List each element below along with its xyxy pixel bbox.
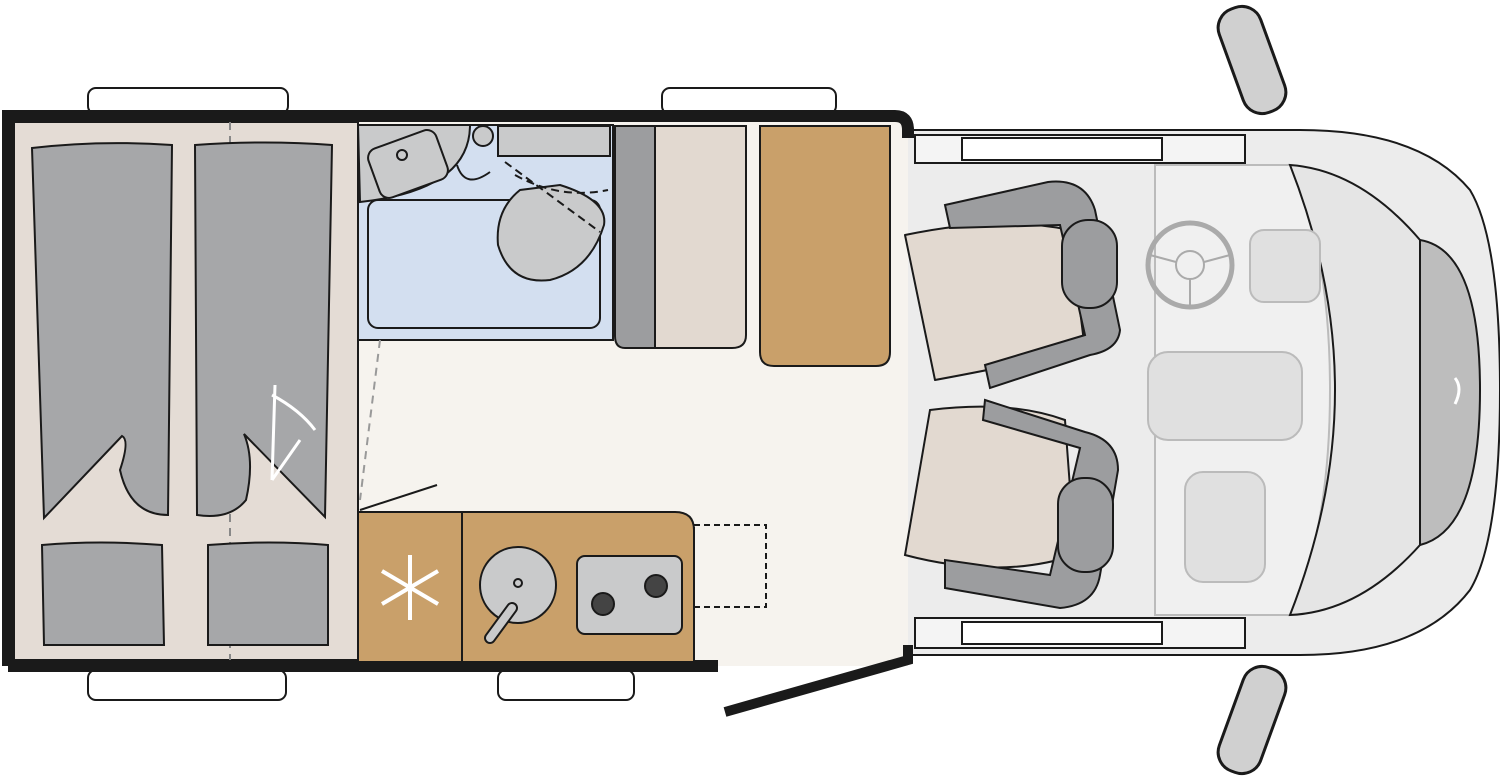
passenger-seat[interactable] <box>903 398 1120 610</box>
windscreen <box>1288 163 1421 617</box>
cab-window-bottom <box>961 621 1163 645</box>
sink-icon[interactable] <box>365 127 450 200</box>
swing-arrow-icon <box>456 164 491 181</box>
grille <box>1419 238 1482 547</box>
steering-wheel-icon <box>1145 220 1235 310</box>
sink-drain <box>396 149 408 161</box>
window-bottom-left <box>87 669 287 701</box>
driver-seat[interactable] <box>904 180 1122 390</box>
mattress-right <box>193 141 334 520</box>
mattress-left <box>30 142 174 521</box>
cabinet <box>759 125 891 367</box>
outer-wall <box>2 110 914 666</box>
toilet-tank <box>497 125 611 157</box>
mirror-top <box>1216 4 1288 116</box>
snowflake-icon <box>380 555 440 620</box>
mirror-bottom <box>1216 664 1288 776</box>
window-bottom-mid <box>497 669 635 701</box>
mattress-foot-left <box>40 541 166 646</box>
cab-console-3 <box>1184 471 1266 583</box>
entry-door[interactable] <box>723 645 913 717</box>
door-swing <box>359 484 438 511</box>
tap <box>472 125 494 147</box>
shower-tray <box>367 199 601 329</box>
toilet-icon[interactable] <box>496 161 609 282</box>
bench-backrest <box>614 125 656 349</box>
cab-console-1 <box>1249 229 1321 303</box>
bench-seat[interactable] <box>654 125 747 349</box>
mattress-foot-right <box>207 541 329 646</box>
stove-icon[interactable] <box>576 555 683 635</box>
cab-window-top <box>961 137 1163 161</box>
brand-logo-icon <box>1453 377 1461 405</box>
kitchen-sink[interactable] <box>479 546 557 624</box>
cab-console-2 <box>1147 351 1303 441</box>
counter-extension[interactable] <box>693 524 767 608</box>
hanger-icon <box>270 384 317 481</box>
